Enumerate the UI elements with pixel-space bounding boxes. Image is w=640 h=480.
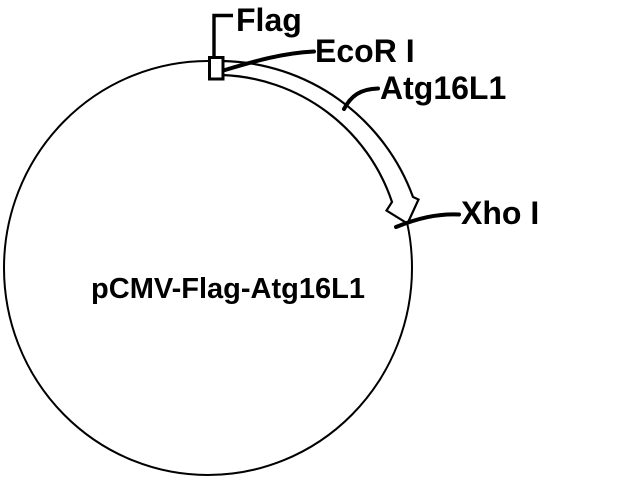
ecori-label: EcoR I bbox=[315, 33, 415, 69]
atg16l1-leader-line bbox=[342, 86, 380, 111]
ecori-leader-line bbox=[223, 49, 316, 72]
xhoi-leader-line bbox=[394, 212, 461, 229]
flag-leader-line bbox=[212, 13, 233, 57]
flag-label: Flag bbox=[236, 2, 302, 38]
plasmid-name-label: pCMV-Flag-Atg16L1 bbox=[91, 273, 365, 305]
flag-tag-marker bbox=[208, 56, 225, 81]
xhoi-label: Xho I bbox=[461, 195, 539, 231]
atg16l1-label: Atg16L1 bbox=[380, 70, 506, 106]
